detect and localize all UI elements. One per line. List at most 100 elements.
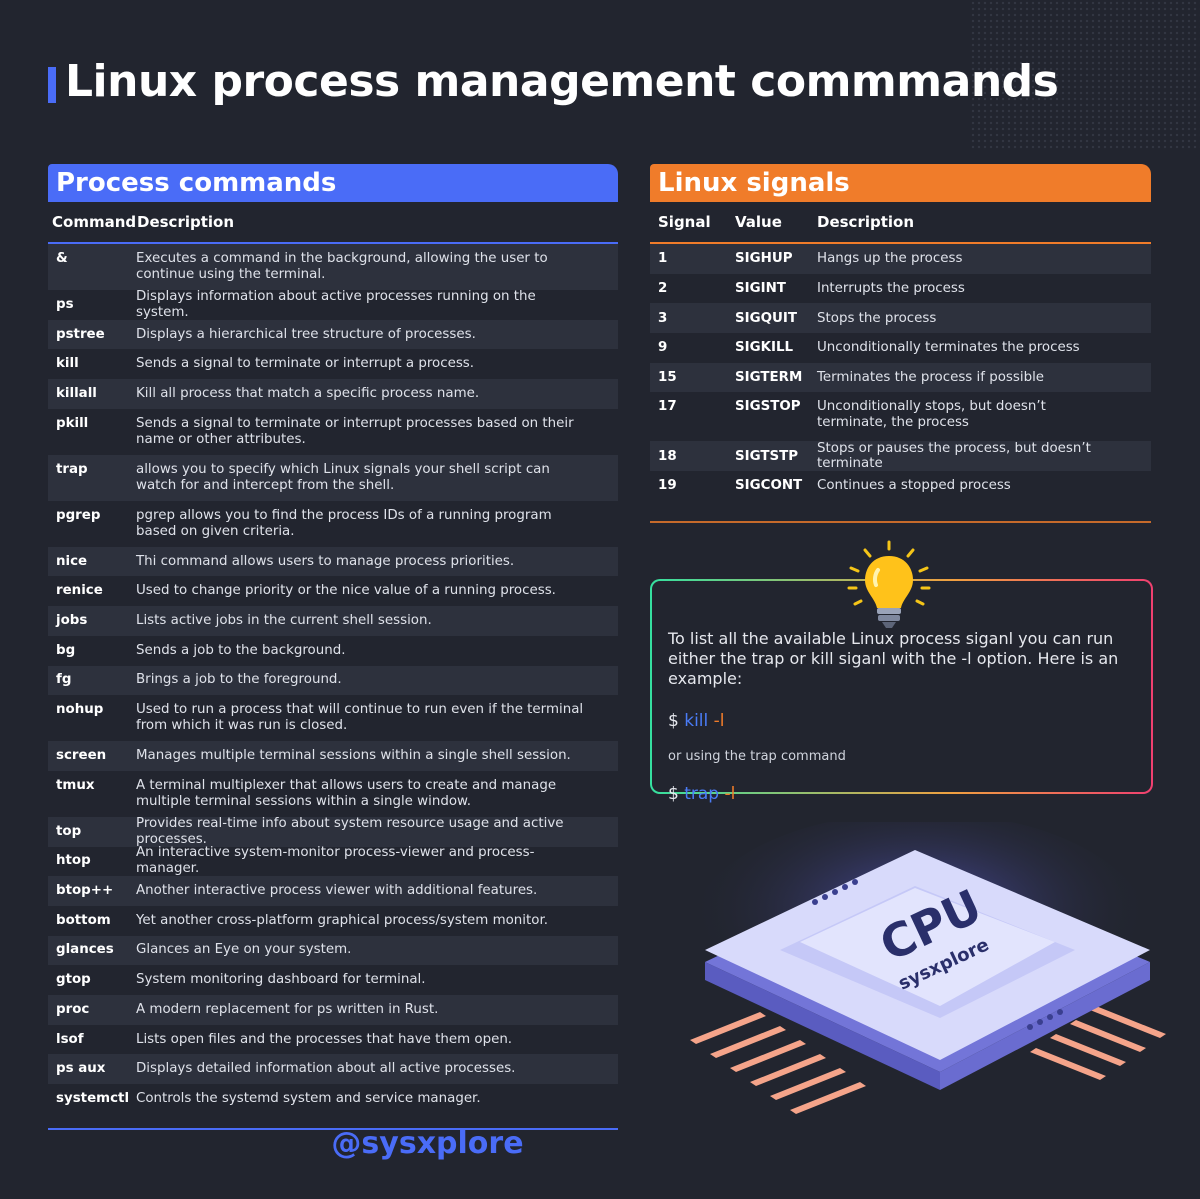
command-name: htop — [56, 853, 91, 869]
signals-table-bottom-rule — [650, 520, 1151, 523]
code-example-kill: $ kill -l — [668, 711, 1135, 731]
table-row: ps Displays information about active proc… — [48, 288, 618, 320]
command-description: Used to change priority or the nice valu… — [136, 583, 556, 599]
command-description: Manages multiple terminal sessions withi… — [136, 748, 571, 764]
command-description: Displays information about active proces… — [136, 288, 536, 320]
col-signal-description: Description — [817, 213, 915, 231]
signal-number: 9 — [658, 340, 668, 356]
signal-description: Interrupts the process — [817, 281, 965, 297]
command-name: systemctl — [56, 1090, 130, 1106]
command-name: proc — [56, 1001, 90, 1017]
command-description: Displays a hierarchical tree structure o… — [136, 326, 476, 342]
command-name: ps aux — [56, 1061, 106, 1077]
command-description: System monitoring dashboard for terminal… — [136, 972, 426, 988]
handle-text: @sysxplore — [331, 1126, 524, 1161]
signal-description: Unconditionally stops, but doesn’t termi… — [817, 399, 1046, 431]
command-name: bottom — [56, 912, 111, 928]
signal-value: SIGKILL — [735, 340, 794, 356]
command-name: nohup — [56, 702, 104, 718]
signal-rows: 1 SIGHUP Hangs up the process 2 SIGINT Interr… — [650, 244, 1151, 501]
signal-description: Stops or pauses the process, but doesn’t… — [817, 441, 1091, 472]
signal-number: 15 — [658, 370, 677, 386]
tip-text: To list all the available Linux process … — [668, 629, 1119, 688]
table-row: pkill Sends a signal to terminate or inte… — [48, 409, 618, 455]
command-name: kill — [56, 356, 79, 372]
table-row: screen Manages multiple terminal sessions… — [48, 741, 618, 771]
signal-number: 1 — [658, 251, 668, 267]
signal-value: SIGTERM — [735, 370, 803, 386]
code-command: trap — [684, 784, 720, 804]
table-row: renice Used to change priority or the nic… — [48, 576, 618, 606]
cpu-chip-icon: CPU sysxplore — [690, 822, 1166, 1114]
command-name: bg — [56, 642, 76, 658]
signal-number: 2 — [658, 281, 668, 297]
command-name: renice — [56, 583, 103, 599]
command-description: Glances an Eye on your system. — [136, 942, 352, 958]
signal-description: Hangs up the process — [817, 251, 963, 267]
command-description: pgrep allows you to find the process IDs… — [136, 507, 552, 539]
command-description: Sends a signal to terminate or interrupt… — [136, 415, 574, 447]
command-name: top — [56, 823, 82, 839]
command-name: trap — [56, 461, 88, 477]
table-row: top Provides real-time info about system … — [48, 815, 618, 847]
command-description: A modern replacement for ps written in R… — [136, 1001, 439, 1017]
dot-pattern — [970, 0, 1200, 150]
signal-value: SIGCONT — [735, 478, 803, 494]
table-row: 1 SIGHUP Hangs up the process — [650, 244, 1151, 274]
command-description: Lists active jobs in the current shell s… — [136, 612, 432, 628]
command-name: btop++ — [56, 883, 114, 899]
page-title: Linux process management commmands — [65, 56, 1059, 107]
command-description: Thi command allows users to manage proce… — [136, 553, 515, 569]
signal-value: SIGQUIT — [735, 310, 797, 326]
table-row: btop++Another interactive process viewer… — [48, 876, 618, 906]
table-row: systemctl Controls the systemd system and… — [48, 1084, 618, 1114]
code-example-trap: $ trap -l — [668, 784, 1135, 804]
command-name: pkill — [56, 415, 89, 431]
table-row: 2 SIGINT Interrupts the process — [650, 274, 1151, 304]
command-description: Executes a command in the background, al… — [136, 251, 548, 282]
command-description: Yet another cross-platform graphical pro… — [136, 912, 548, 928]
lightbulb-icon — [847, 540, 931, 628]
col-command: Command — [52, 213, 137, 231]
brand-handle: @sysxplore — [0, 1126, 1200, 1161]
command-description: Controls the systemd system and service … — [136, 1090, 481, 1106]
prompt: $ — [668, 784, 679, 804]
signal-value: SIGHUP — [735, 251, 793, 267]
command-description: Brings a job to the foreground. — [136, 672, 342, 688]
signal-value: SIGINT — [735, 281, 786, 297]
code-flag: -l — [713, 711, 725, 731]
command-name: nice — [56, 553, 88, 569]
command-description: Displays detailed information about all … — [136, 1061, 516, 1077]
process-commands-heading: Process commands — [48, 164, 618, 202]
table-row: nohup Used to run a process that will con… — [48, 695, 618, 741]
command-description: Provides real-time info about system res… — [136, 815, 564, 847]
command-description: Used to run a process that will continue… — [136, 702, 584, 734]
command-name: ps — [56, 296, 74, 312]
signal-number: 3 — [658, 310, 668, 326]
col-description: Description — [137, 213, 235, 231]
signals-table-header: Signal Value Description — [650, 202, 1151, 244]
command-name: & — [56, 251, 68, 266]
command-name: screen — [56, 748, 107, 764]
command-description: Sends a signal to terminate or interrupt… — [136, 356, 475, 372]
signal-description: Stops the process — [817, 310, 937, 326]
command-name: tmux — [56, 777, 95, 793]
signal-value: SIGSTOP — [735, 399, 801, 415]
tip-box: To list all the available Linux process … — [650, 579, 1153, 804]
process-table-bottom-rule — [48, 1127, 618, 1130]
command-name: glances — [56, 942, 114, 958]
table-row: 3 SIGQUIT Stops the process — [650, 303, 1151, 334]
